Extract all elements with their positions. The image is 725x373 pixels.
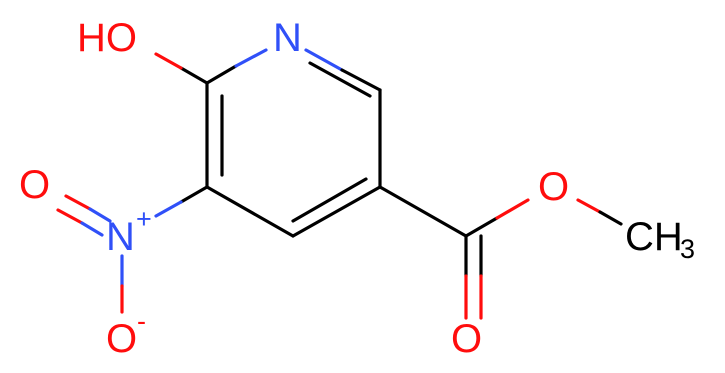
bond-n1-c6-inner <box>308 61 372 98</box>
bond-c2-oh-a <box>179 66 209 85</box>
bond-ccarbonyl-oester-a <box>464 216 499 238</box>
bond-n-o-double-a2 <box>56 208 84 225</box>
nitro-nitrogen-label: N <box>106 215 135 259</box>
ester-oxygen-label: O <box>538 165 569 209</box>
nitro-oxygen-bottom-charge: - <box>137 306 146 336</box>
hydroxyl-label: HO <box>77 16 137 60</box>
bond-c2-n1-b <box>234 48 268 68</box>
bond-n1-c6-b <box>340 68 382 92</box>
bond-n-o-double-b2 <box>80 221 104 237</box>
bond-c5-c4 <box>291 185 382 238</box>
bond-n-o-double-b <box>88 207 112 223</box>
nitro-nitrogen-charge: + <box>136 204 152 234</box>
methyl-subscript: 3 <box>680 234 695 264</box>
methyl-label: CH <box>625 215 683 259</box>
nitro-oxygen-top-label: O <box>19 163 50 207</box>
bond-oester-ch3-b <box>598 210 623 226</box>
bond-c2-oh-b <box>154 52 183 70</box>
carbonyl-oxygen-label: O <box>451 317 482 361</box>
bond-c5-ccarbonyl <box>378 185 468 238</box>
bond-n1-c6-a <box>304 48 344 72</box>
bond-c5-c4-inner <box>291 177 368 223</box>
bond-c4-c3 <box>205 185 295 238</box>
bond-ccarbonyl-oester-b <box>495 198 530 220</box>
bond-c3-nno2-a <box>179 185 209 204</box>
nitro-oxygen-bottom-label: O <box>106 317 137 361</box>
bond-c3-nno2-b <box>154 200 183 218</box>
ring-nitrogen-label: N <box>273 16 302 60</box>
bond-n-o-double-a <box>64 194 92 211</box>
bond-oester-ch3-a <box>576 198 602 214</box>
bond-c2-n1-a <box>205 64 238 85</box>
